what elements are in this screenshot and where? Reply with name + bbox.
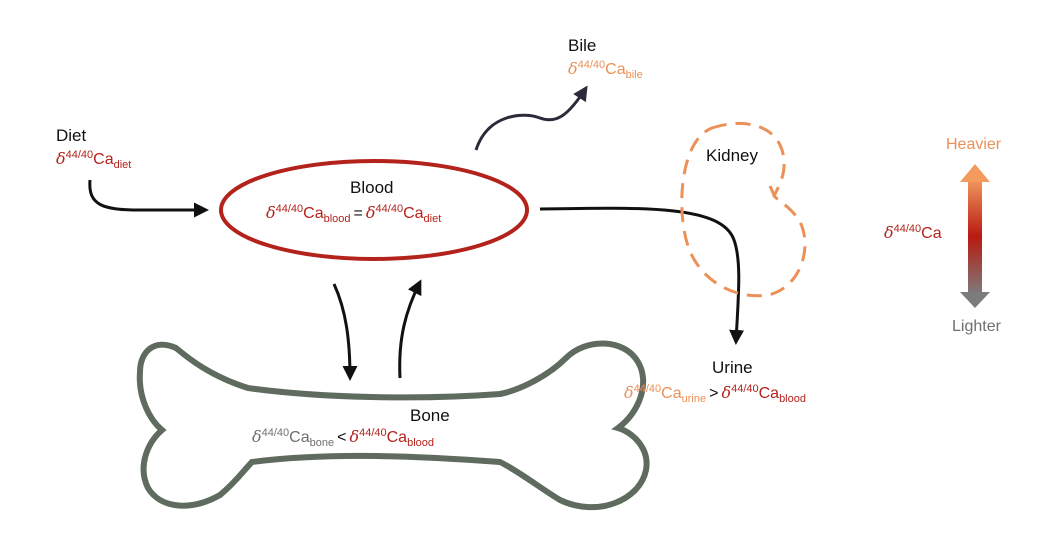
- arrow-blood-to-bile: [474, 85, 588, 151]
- bile-label: Bile: [568, 36, 597, 55]
- isotope-scale-arrow: [960, 164, 990, 308]
- delta-symbol: δ: [56, 149, 66, 168]
- bone-formula: δ44/40Cabone<δ44/40Cablood: [252, 427, 434, 449]
- diet-formula: δ44/40Cadiet: [56, 149, 132, 171]
- scale-symbol: δ44/40Ca: [884, 223, 942, 242]
- scale-lighter-label: Lighter: [952, 318, 1001, 335]
- blood-formula: δ44/40Cablood=δ44/40Cadiet: [266, 203, 442, 225]
- blood-ellipse: [219, 159, 529, 261]
- bone-outline: [136, 340, 650, 511]
- bone-label: Bone: [410, 406, 450, 425]
- arrow-blood-to-urine: [539, 206, 745, 345]
- arrow-blood-to-bone: [332, 283, 358, 381]
- urine-label: Urine: [712, 358, 753, 377]
- kidney-hilum: [768, 185, 777, 198]
- kidney-label: Kidney: [706, 146, 758, 165]
- arrow-bone-to-blood: [398, 279, 422, 379]
- kidney-outline: [680, 121, 807, 298]
- urine-formula: δ44/40Caurine>δ44/40Cablood: [624, 383, 806, 405]
- bile-formula: δ44/40Cabile: [568, 59, 643, 81]
- diet-label: Diet: [56, 126, 87, 145]
- arrow-diet-to-blood: [88, 179, 209, 218]
- blood-label: Blood: [350, 178, 394, 197]
- scale-heavier-label: Heavier: [946, 136, 1002, 153]
